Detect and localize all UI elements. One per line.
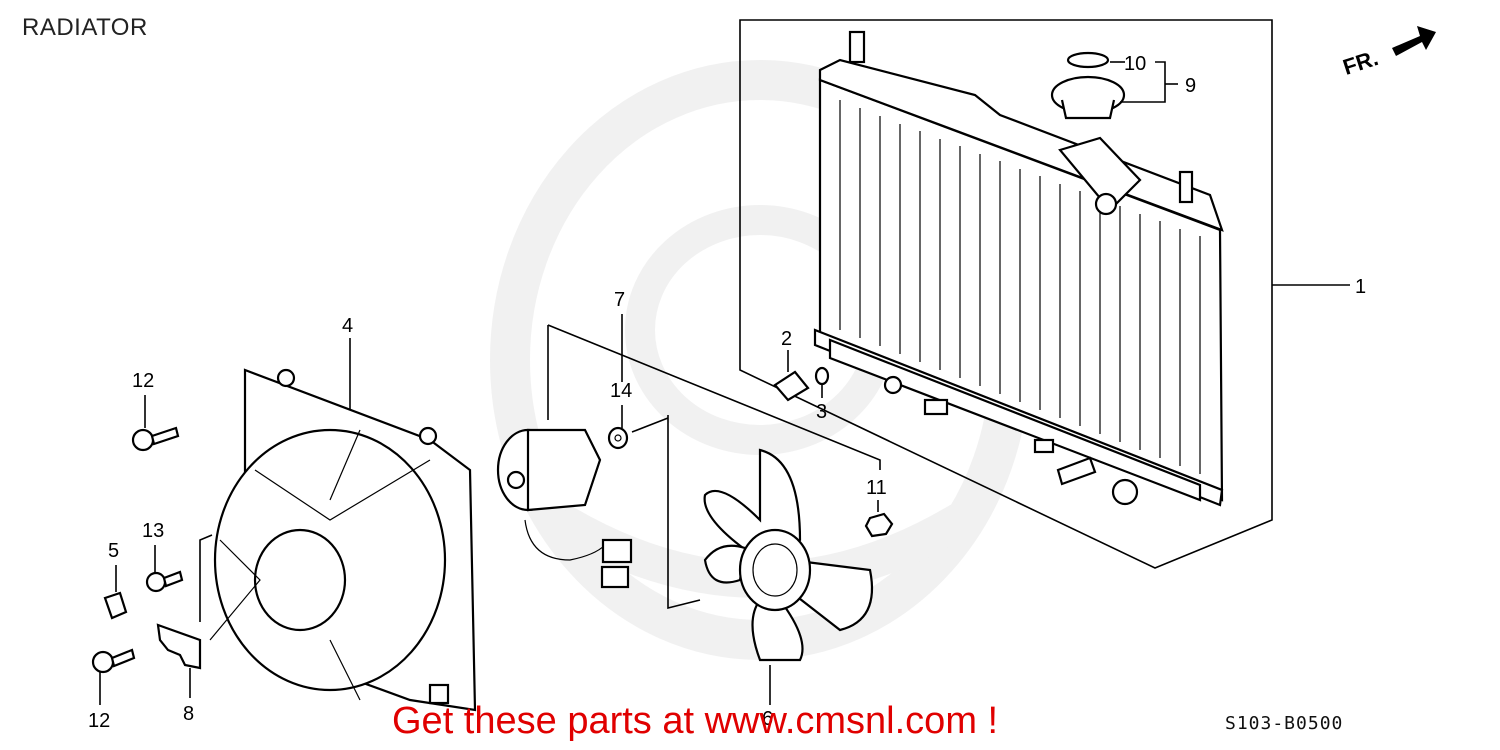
motor-group-top	[547, 324, 881, 470]
callout-9: 9	[1185, 75, 1196, 97]
nut	[864, 512, 894, 538]
promo-link-text[interactable]: Get these parts at www.cmsnl.com !	[392, 700, 999, 742]
motor-group-right	[667, 415, 701, 610]
callout-12-top: 12	[132, 370, 154, 392]
clip	[103, 591, 128, 620]
direction-label: FR.	[1340, 45, 1381, 80]
callout-14: 14	[610, 380, 632, 402]
shroud-bracket	[156, 623, 202, 670]
bolt-upper	[131, 426, 180, 452]
bolt-middle	[145, 570, 184, 593]
callout-7: 7	[614, 289, 625, 311]
fan-motor	[496, 428, 633, 589]
radiator-cap	[1050, 51, 1126, 120]
cooling-fan	[703, 448, 874, 662]
diagram-title: RADIATOR	[22, 14, 148, 41]
callout-4: 4	[342, 315, 353, 337]
bolt-lower	[91, 648, 136, 674]
callout-6: 6	[762, 708, 773, 730]
callout-1: 1	[1355, 276, 1366, 298]
arrow-icon	[1392, 26, 1436, 56]
washer	[607, 426, 629, 450]
radiator	[813, 30, 1224, 507]
callout-10: 10	[1124, 53, 1146, 75]
callout-5: 5	[108, 540, 119, 562]
callout-13: 13	[142, 520, 164, 542]
callout-2: 2	[781, 328, 792, 350]
callout-12-bottom: 12	[88, 710, 110, 732]
callout-11: 11	[866, 477, 887, 499]
radiator-group-outline	[739, 19, 1273, 569]
callout-3: 3	[816, 401, 827, 423]
fan-shroud	[209, 368, 477, 712]
drawing-code: S103-B0500	[1225, 713, 1344, 734]
front-direction-indicator: FR.	[1340, 26, 1436, 80]
drain-plug	[773, 366, 830, 402]
callout-8: 8	[183, 703, 194, 725]
